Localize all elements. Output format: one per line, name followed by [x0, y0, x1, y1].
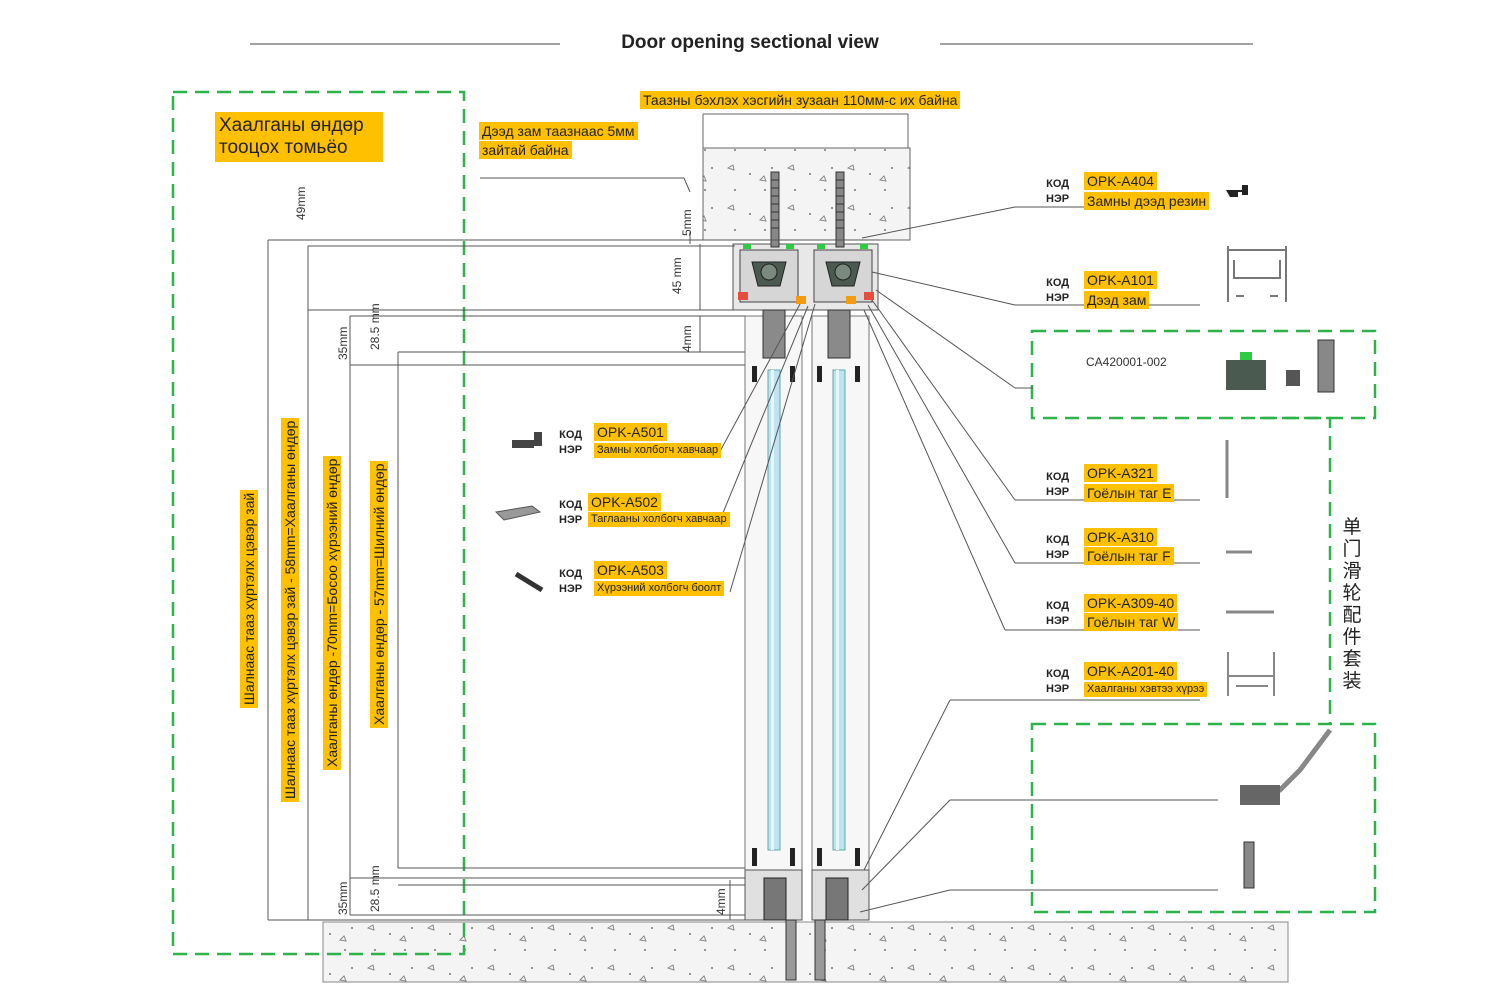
kit-dashed-box-top [1030, 329, 1377, 420]
dim-28-5mm-bottom: 28.5 mm [368, 865, 382, 912]
part-name-a309: Гоёлын таг W [1084, 613, 1179, 632]
page-title: Door opening sectional view [560, 32, 940, 54]
part-code-a404: OPK-A404 [1084, 172, 1157, 191]
top-track-gap-note-1: Дээд зам таазнаас 5мм [479, 122, 638, 141]
part-code-a503: OPK-A503 [594, 561, 667, 580]
formula-frame-height: Хаалганы өндөр -70mm=Босоо хүрээний өндө… [323, 455, 341, 770]
part-code-a502: OPK-A502 [588, 493, 661, 512]
part-name-a321: Гоёлын таг E [1084, 484, 1175, 503]
part-code-a101: OPK-A101 [1084, 271, 1157, 290]
part-name-a503: Хүрээний холбогч боолт [594, 581, 725, 596]
dim-28-5mm-top: 28.5 mm [368, 303, 382, 350]
kit-title: 单门滑轮配件套装 [1342, 517, 1362, 692]
kit-code: CA420001-002 [1086, 355, 1167, 369]
dimension-lines [267, 177, 880, 921]
part-code-a321: OPK-A321 [1084, 464, 1157, 483]
dim-45mm: 45 mm [670, 257, 684, 294]
dim-35mm-top: 35mm [336, 326, 350, 360]
part-name-a502: Таглааны холбогч хавчаар [588, 512, 730, 527]
formula-glass-height: Хаалганы өндөр - 57mm=Шилний өндөр [370, 460, 388, 728]
part-name-a501: Замны холбогч хавчаар [594, 443, 722, 458]
formula-dashed-box [171, 90, 466, 956]
ceiling-block [702, 147, 911, 241]
formula-floor-ceiling: Шалнаас тааз хүртэлх цэвэр зай [240, 489, 258, 708]
ceiling-screw-1 [770, 171, 780, 248]
kit-dashed-side [1260, 416, 1332, 724]
dim-35mm-bottom: 35mm [336, 881, 350, 915]
measure-formula-label: Хаалганы өндөр тооцох томьёо [215, 112, 383, 162]
part-name-a101: Дээд зам [1084, 291, 1150, 310]
dim-5mm: 5mm [680, 209, 694, 236]
part-name-a310: Гоёлын таг F [1084, 547, 1174, 566]
part-code-a501: OPK-A501 [594, 423, 667, 442]
part-code-a309: OPK-A309-40 [1084, 594, 1178, 613]
part-name-a201: Хаалганы хэвтээ хүрээ [1084, 682, 1208, 697]
dim-4mm-bottom: 4mm [714, 888, 728, 915]
ceiling-width-note: Таазны бэхлэх хэсгийн зузаан 110мм-с их … [640, 91, 961, 110]
floor-block [322, 921, 1289, 983]
dim-4mm-top: 4mm [680, 325, 694, 352]
top-track-gap-note-2: зайтай байна [479, 141, 572, 160]
ceiling-screw-2 [835, 171, 845, 248]
formula-door-height: Шалнаас тааз хүртэлх цэвэр зай - 58mm=Ха… [281, 417, 299, 802]
dim-49mm: 49mm [294, 186, 308, 220]
kit-dashed-box-bottom [1030, 722, 1377, 914]
part-code-a201: OPK-A201-40 [1084, 662, 1178, 681]
part-thumbnails [494, 185, 1335, 889]
part-code-a310: OPK-A310 [1084, 528, 1157, 547]
part-name-a404: Замны дээд резин [1084, 192, 1210, 211]
leader-lines [717, 206, 1218, 913]
